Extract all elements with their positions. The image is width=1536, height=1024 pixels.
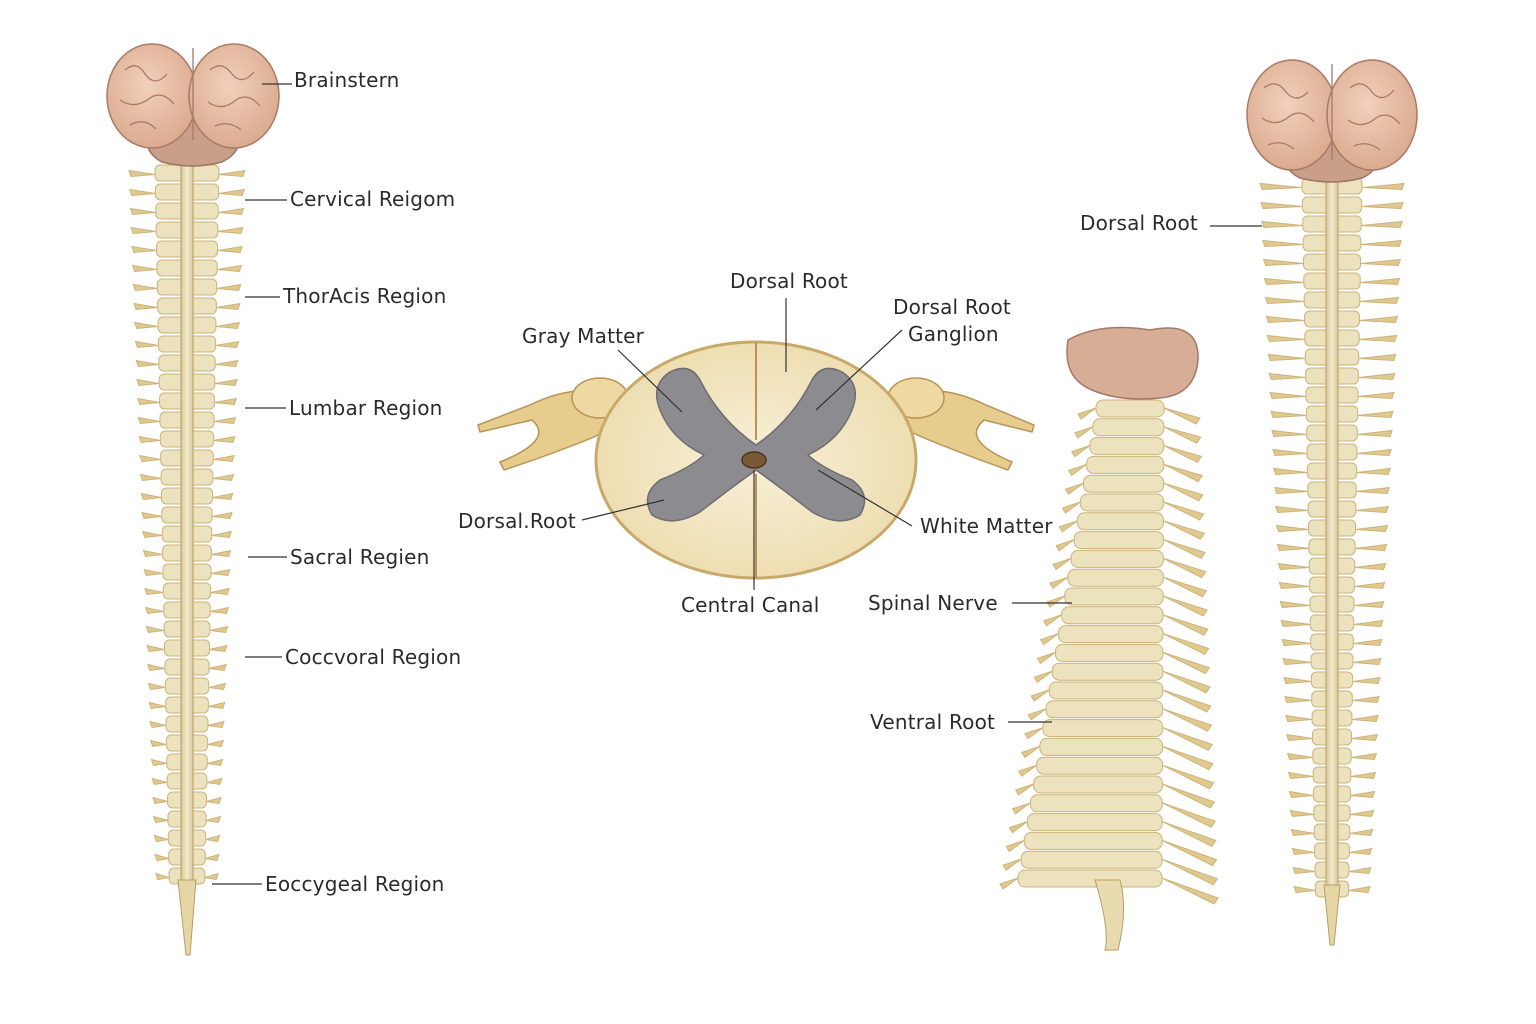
label-dorsal-root-right: Dorsal Root bbox=[1080, 211, 1198, 235]
label-brainstem: Brainstern bbox=[294, 68, 400, 92]
vertebra bbox=[1074, 418, 1202, 444]
label-dorsal-root-ganglion-2: Ganglion bbox=[908, 322, 999, 346]
label-gray-matter: Gray Matter bbox=[522, 324, 645, 348]
label-thoracic-region: ThorAcis Region bbox=[282, 284, 446, 308]
right-brain-folds bbox=[1261, 64, 1401, 160]
label-coccygeal-region-upper: Coccvoral Region bbox=[285, 645, 461, 669]
left-spinal-cord bbox=[180, 159, 194, 901]
oblique-vertebrae-column bbox=[999, 399, 1219, 905]
vertebra bbox=[1271, 424, 1393, 442]
vertebra bbox=[1027, 700, 1213, 732]
label-sacral-region: Sacral Regien bbox=[290, 545, 429, 569]
vertebra bbox=[1021, 737, 1214, 771]
right-filum-tip bbox=[1323, 884, 1341, 946]
label-spinal-nerve: Spinal Nerve bbox=[868, 591, 998, 615]
vertebra bbox=[1039, 625, 1210, 656]
vertebra bbox=[1049, 568, 1208, 598]
oblique-spine-figure bbox=[999, 326, 1219, 951]
left-spine-figure bbox=[106, 43, 280, 956]
label-dorsal-root-top: Dorsal Root bbox=[730, 269, 848, 293]
right-spinal-cord bbox=[1325, 169, 1339, 906]
left-brain-folds bbox=[119, 48, 261, 140]
leader-lines bbox=[212, 83, 1262, 885]
vertebra bbox=[1046, 587, 1208, 617]
right-brain bbox=[1246, 59, 1418, 183]
labels: Brainstern Cervical Reigom ThorAcis Regi… bbox=[265, 68, 1198, 896]
oblique-brainstem-shape bbox=[1066, 326, 1199, 400]
leader-dorsal-root-left bbox=[581, 499, 665, 521]
label-dorsal-root-left: Dorsal.Root bbox=[458, 509, 576, 533]
vertebra bbox=[1042, 606, 1209, 636]
right-spine-figure bbox=[1246, 59, 1418, 946]
vertebra bbox=[1017, 756, 1215, 790]
vertebra bbox=[1067, 455, 1203, 483]
vertebra bbox=[1008, 813, 1217, 848]
vertebra bbox=[1030, 681, 1212, 713]
vertebra bbox=[1055, 531, 1206, 560]
left-cerebrum-right bbox=[188, 43, 280, 149]
label-dorsal-root-ganglion-1: Dorsal Root bbox=[893, 295, 1011, 319]
label-lumbar-region: Lumbar Region bbox=[289, 396, 443, 420]
vertebra bbox=[1011, 794, 1216, 828]
vertebra bbox=[1036, 643, 1211, 675]
vertebra bbox=[1077, 399, 1201, 425]
vertebra bbox=[1024, 719, 1214, 752]
left-cerebrum-left bbox=[106, 43, 198, 149]
spinal-cord-cross-section bbox=[477, 340, 1035, 580]
label-ventral-root: Ventral Root bbox=[870, 710, 995, 734]
vertebra bbox=[1058, 512, 1206, 540]
vertebra bbox=[999, 869, 1219, 905]
oblique-spine-tip bbox=[1094, 879, 1125, 951]
label-central-canal: Central Canal bbox=[681, 593, 820, 617]
vertebra bbox=[1033, 662, 1211, 694]
leader-ganglion bbox=[815, 329, 903, 411]
vertebra bbox=[1052, 549, 1207, 579]
central-canal-shape bbox=[741, 451, 767, 469]
label-coccygeal-region-lower: Eoccygeal Region bbox=[265, 872, 445, 896]
left-brain bbox=[106, 43, 280, 167]
label-white-matter: White Matter bbox=[920, 514, 1053, 538]
vertebra bbox=[1005, 831, 1218, 867]
vertebra bbox=[1071, 437, 1203, 464]
vertebra bbox=[1061, 493, 1205, 521]
label-cervical-region: Cervical Reigom bbox=[290, 187, 455, 211]
left-filum-tip bbox=[177, 879, 197, 956]
vertebra bbox=[1064, 474, 1204, 502]
leader-gray-matter bbox=[617, 349, 683, 413]
right-cerebrum-right bbox=[1326, 59, 1418, 171]
gray-matter-butterfly bbox=[646, 367, 866, 522]
vertebra bbox=[1002, 850, 1219, 886]
leader-white-matter bbox=[817, 469, 913, 527]
vertebra bbox=[1014, 775, 1216, 809]
